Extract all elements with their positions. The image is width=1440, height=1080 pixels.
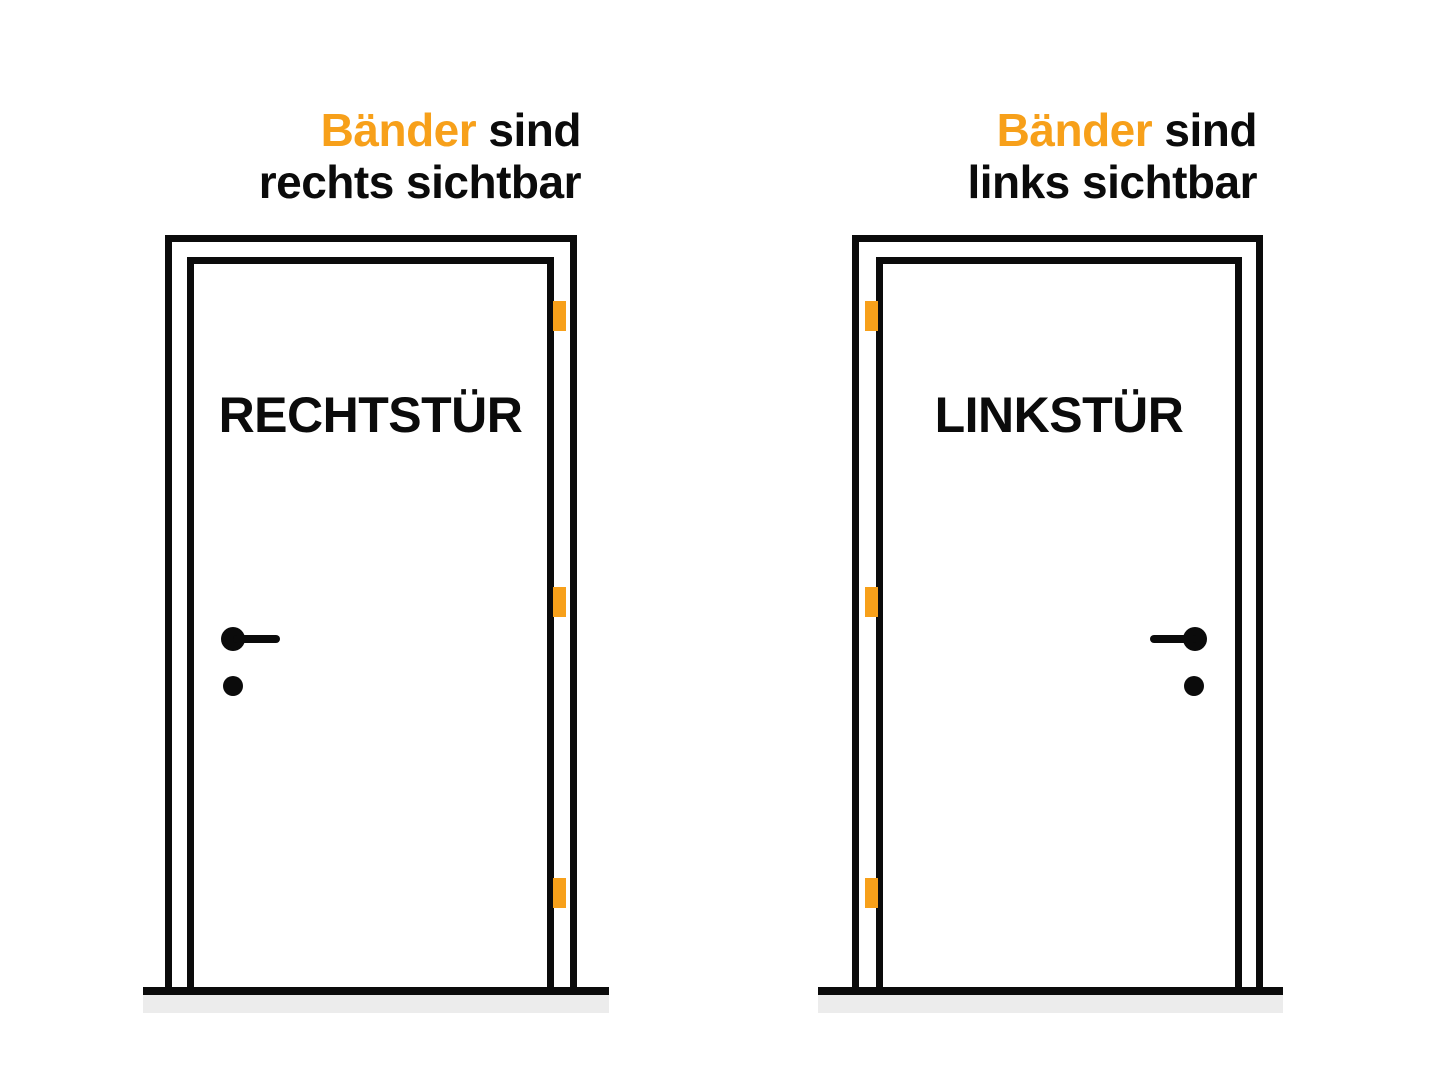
door-leaf	[876, 257, 1242, 990]
door-handle-lever	[233, 635, 280, 643]
hinge-marker	[553, 301, 566, 331]
door-frame	[852, 235, 1263, 990]
hinge-marker	[865, 878, 878, 908]
panel-title: Bänder sind rechts sichtbar	[258, 104, 582, 208]
floor-shadow	[143, 995, 609, 1013]
door-handle-lever	[1150, 635, 1197, 643]
panel-title: Bänder sind links sichtbar	[967, 104, 1257, 208]
hinge-marker	[865, 301, 878, 331]
door-frame	[165, 235, 577, 990]
door-label: RECHTSTÜR	[218, 387, 523, 443]
title-line-1: Bänder sind	[259, 104, 582, 156]
hinge-marker	[553, 878, 566, 908]
floor-line	[818, 987, 1283, 995]
title-line-2: rechts sichtbar	[258, 156, 582, 208]
title-rest-word: sind	[1152, 104, 1257, 156]
title-rest-word: sind	[476, 104, 581, 156]
hinge-marker	[865, 587, 878, 617]
door-leaf	[187, 257, 554, 990]
title-line-2: links sichtbar	[967, 156, 1257, 208]
door-lock-dot	[223, 676, 243, 696]
title-accent-word: Bänder	[996, 104, 1153, 156]
door-label: LINKSTÜR	[934, 387, 1184, 443]
floor-shadow	[818, 995, 1283, 1013]
door-lock-dot	[1184, 676, 1204, 696]
hinge-marker	[553, 587, 566, 617]
title-line-1: Bänder sind	[967, 104, 1258, 156]
title-accent-word: Bänder	[320, 104, 477, 156]
floor-line	[143, 987, 609, 995]
